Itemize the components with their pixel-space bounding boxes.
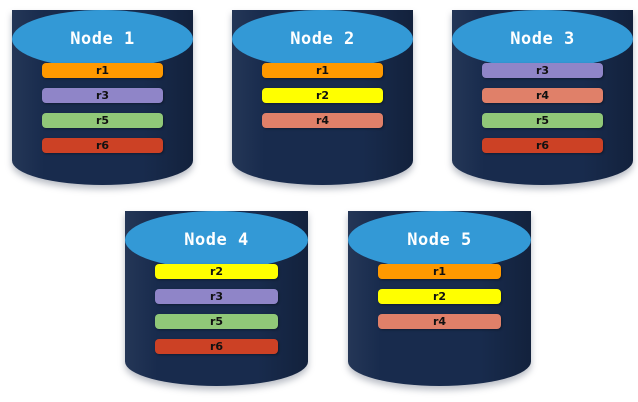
record-bar[interactable]: r4 [482, 88, 603, 103]
record-label: r6 [95, 139, 110, 152]
record-label: r1 [315, 64, 330, 77]
node-record-list: r1 r3 r5 r6 [12, 63, 193, 163]
record-bar[interactable]: r4 [378, 314, 501, 329]
node-record-list: r3 r4 r5 r6 [452, 63, 633, 163]
record-label: r3 [95, 89, 110, 102]
record-label: r5 [209, 315, 224, 328]
record-bar[interactable]: r3 [42, 88, 163, 103]
node-title: Node 5 [407, 230, 472, 250]
record-bar[interactable]: r1 [262, 63, 383, 78]
node-cylinder[interactable]: Node 5 r1 r2 r4 [348, 211, 531, 386]
record-bar[interactable]: r3 [155, 289, 278, 304]
node-top-disc: Node 3 [452, 10, 633, 68]
record-label: r6 [209, 340, 224, 353]
record-label: r4 [315, 114, 330, 127]
node-top-disc: Node 5 [348, 211, 531, 269]
record-bar[interactable]: r2 [262, 88, 383, 103]
record-label: r3 [535, 64, 550, 77]
record-bar[interactable]: r6 [482, 138, 603, 153]
node-top-disc: Node 4 [125, 211, 308, 269]
node-record-list: r2 r3 r5 r6 [125, 264, 308, 364]
record-bar[interactable]: r2 [378, 289, 501, 304]
record-label: r2 [209, 265, 224, 278]
node-cylinder[interactable]: Node 4 r2 r3 r5 r6 [125, 211, 308, 386]
node-record-list: r1 r2 r4 [232, 63, 413, 138]
record-label: r1 [432, 265, 447, 278]
record-label: r4 [432, 315, 447, 328]
record-label: r4 [535, 89, 550, 102]
node-title: Node 2 [290, 29, 355, 49]
record-label: r5 [95, 114, 110, 127]
node-cylinder[interactable]: Node 3 r3 r4 r5 r6 [452, 10, 633, 185]
node-top-disc: Node 1 [12, 10, 193, 68]
record-label: r2 [315, 89, 330, 102]
record-bar[interactable]: r1 [42, 63, 163, 78]
record-bar[interactable]: r4 [262, 113, 383, 128]
record-bar[interactable]: r6 [155, 339, 278, 354]
node-cylinder[interactable]: Node 2 r1 r2 r4 [232, 10, 413, 185]
record-bar[interactable]: r2 [155, 264, 278, 279]
record-bar[interactable]: r1 [378, 264, 501, 279]
node-cylinder[interactable]: Node 1 r1 r3 r5 r6 [12, 10, 193, 185]
record-bar[interactable]: r3 [482, 63, 603, 78]
record-label: r1 [95, 64, 110, 77]
record-bar[interactable]: r5 [42, 113, 163, 128]
node-title: Node 1 [70, 29, 135, 49]
record-bar[interactable]: r5 [482, 113, 603, 128]
record-label: r2 [432, 290, 447, 303]
node-title: Node 3 [510, 29, 575, 49]
node-top-disc: Node 2 [232, 10, 413, 68]
record-label: r6 [535, 139, 550, 152]
record-bar[interactable]: r6 [42, 138, 163, 153]
record-label: r5 [535, 114, 550, 127]
node-record-list: r1 r2 r4 [348, 264, 531, 339]
node-title: Node 4 [184, 230, 249, 250]
record-label: r3 [209, 290, 224, 303]
record-bar[interactable]: r5 [155, 314, 278, 329]
